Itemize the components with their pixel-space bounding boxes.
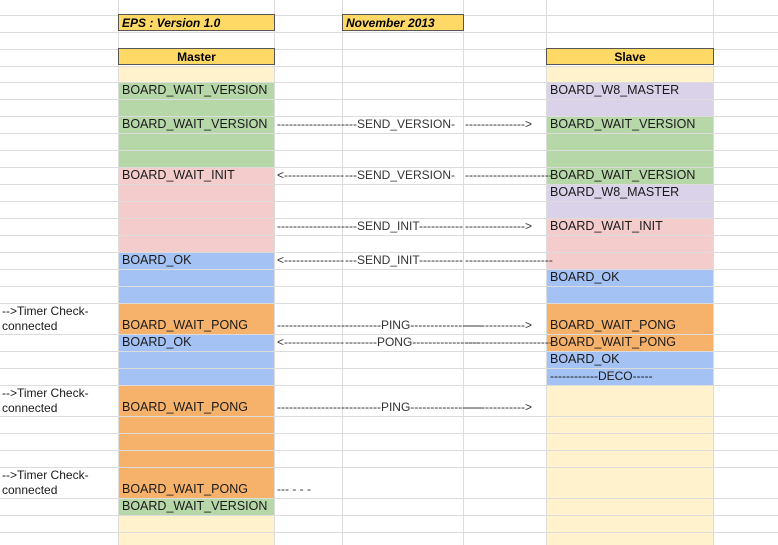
timer-note: -->Timer Check-: [2, 468, 89, 482]
message-label: ---SEND_VERSION-: [345, 117, 456, 131]
grid-row-line: [0, 269, 778, 270]
message-left: <---------------: [277, 253, 344, 267]
grid-row-line: [0, 235, 778, 236]
grid-row-line: [0, 286, 778, 287]
message-label: ---SEND_VERSION-: [345, 168, 456, 182]
master-column-header: Master: [118, 48, 275, 65]
grid-row-line: [0, 334, 778, 335]
master-blue-block: [119, 252, 274, 303]
message-trailing: --- - - -: [277, 482, 311, 496]
timer-note: connected: [2, 483, 58, 497]
slave-state: BOARD_WAIT_PONG: [550, 318, 676, 332]
grid-row-line: [0, 32, 778, 33]
grid-row-line: [0, 515, 778, 516]
slave-state: BOARD_W8_MASTER: [550, 185, 680, 199]
master-state: BOARD_WAIT_VERSION: [122, 499, 268, 513]
message-right: ----------------------: [465, 335, 553, 349]
slave-state: BOARD_OK: [550, 352, 620, 366]
master-green-block-2: [119, 498, 274, 515]
title-cell: EPS : Version 1.0: [118, 14, 275, 31]
message-label: ---------PING------------------: [345, 400, 483, 414]
message-left: ------------------: [277, 400, 349, 414]
slave-orange-block: [547, 303, 713, 351]
message-right: --------------->: [465, 219, 532, 233]
grid-row-line: [0, 252, 778, 253]
grid-row-line: [0, 66, 778, 67]
slave-red-block: [547, 218, 713, 269]
master-orange-block-2: [119, 385, 274, 498]
message-label: --------PONG-----------------: [345, 335, 481, 349]
slave-column-header: Slave: [546, 48, 714, 65]
slave-cream-bottom: [547, 385, 713, 545]
master-state: BOARD_WAIT_VERSION: [122, 83, 268, 97]
grid-row-line: [0, 49, 778, 50]
message-right: --------------->: [465, 117, 532, 131]
message-left: <---------------: [277, 168, 344, 182]
timer-note: -->Timer Check-: [2, 304, 89, 318]
master-blue-block-2: [119, 334, 274, 385]
grid-row-line: [0, 498, 778, 499]
grid-row-line: [0, 150, 778, 151]
slave-state: BOARD_WAIT_INIT: [550, 219, 663, 233]
grid-column-line: [713, 0, 714, 545]
grid-column-line: [118, 0, 119, 545]
grid-row-line: [0, 201, 778, 202]
master-cream-bottom: [119, 515, 274, 545]
slave-state: BOARD_WAIT_VERSION: [550, 168, 696, 182]
slave-deco-message: ------------DECO-----: [550, 369, 653, 383]
message-left: <---------------: [277, 335, 344, 349]
master-state: BOARD_WAIT_PONG: [122, 400, 248, 414]
timer-note: connected: [2, 319, 58, 333]
master-state: BOARD_OK: [122, 253, 192, 267]
timer-note: connected: [2, 401, 58, 415]
master-orange-block: [119, 303, 274, 334]
master-state: BOARD_WAIT_INIT: [122, 168, 235, 182]
message-left: ------------------: [277, 219, 349, 233]
slave-state: BOARD_WAIT_VERSION: [550, 117, 696, 131]
master-state: BOARD_WAIT_VERSION: [122, 117, 268, 131]
grid-row-line: [0, 303, 778, 304]
master-red-block: [119, 167, 274, 252]
message-left: ------------------: [277, 117, 349, 131]
slave-state: BOARD_W8_MASTER: [550, 83, 680, 97]
master-green-block: [119, 82, 274, 167]
master-state: BOARD_WAIT_PONG: [122, 318, 248, 332]
message-label: ---SEND_INIT-----------: [345, 253, 463, 267]
date-cell: November 2013: [342, 14, 464, 31]
grid-row-line: [0, 167, 778, 168]
grid-row-line: [0, 99, 778, 100]
message-left: ------------------: [277, 318, 349, 332]
message-label: ---SEND_INIT-----------: [345, 219, 463, 233]
grid-row-line: [0, 450, 778, 451]
grid-column-line: [546, 0, 547, 545]
grid-row-line: [0, 433, 778, 434]
master-state: BOARD_OK: [122, 335, 192, 349]
grid-row-line: [0, 184, 778, 185]
slave-state: BOARD_OK: [550, 270, 620, 284]
grid-row-line: [0, 218, 778, 219]
grid-column-line: [274, 0, 275, 545]
slave-cream-top: [547, 66, 713, 82]
master-cream-top: [119, 66, 274, 82]
grid-row-line: [0, 133, 778, 134]
message-right: ----------------------: [465, 253, 553, 267]
grid-row-line: [0, 416, 778, 417]
grid-row-line: [0, 116, 778, 117]
grid-row-line: [0, 385, 778, 386]
message-right: --------------->: [465, 400, 532, 414]
timer-note: -->Timer Check-: [2, 386, 89, 400]
grid-row-line: [0, 467, 778, 468]
master-state: BOARD_WAIT_PONG: [122, 482, 248, 496]
message-right: ----------------------: [465, 168, 553, 182]
grid-column-line: [342, 0, 343, 545]
grid-row-line: [0, 351, 778, 352]
slave-state: BOARD_WAIT_PONG: [550, 335, 676, 349]
grid-row-line: [0, 532, 778, 533]
grid-row-line: [0, 82, 778, 83]
grid-column-line: [463, 0, 464, 545]
message-right: --------------->: [465, 318, 532, 332]
message-label: ---------PING------------------: [345, 318, 483, 332]
grid-row-line: [0, 368, 778, 369]
